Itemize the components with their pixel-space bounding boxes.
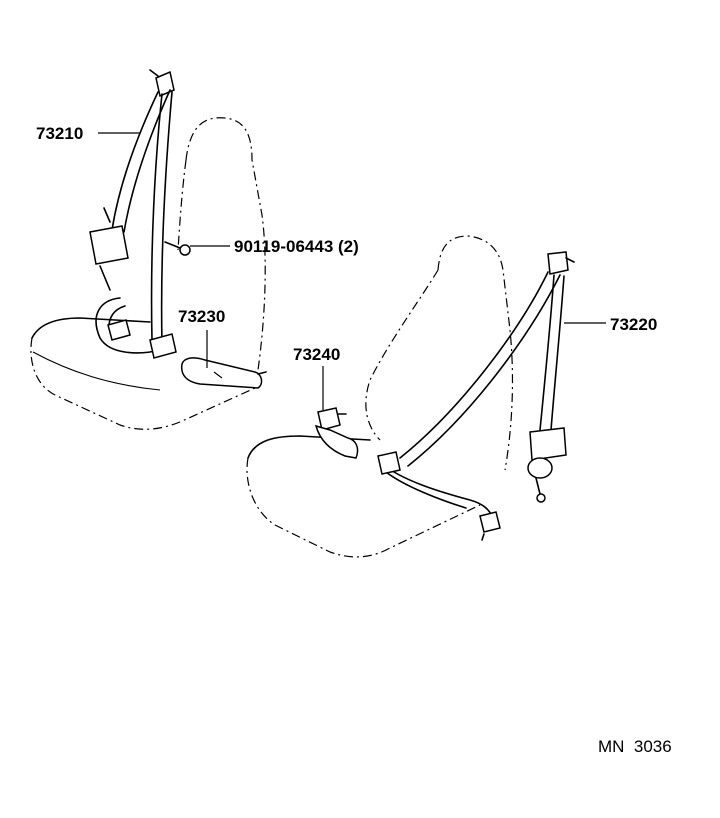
- part-number-73230: 73230: [178, 307, 225, 326]
- part-number-bolt: 90119-06443 (2): [234, 237, 359, 256]
- part-number-73210: 73210: [36, 124, 83, 143]
- left-seat-belt-assembly: [89, 69, 191, 359]
- left-buckle-73230: [180, 357, 267, 389]
- part-number-73220: 73220: [610, 315, 657, 334]
- part-number-73240: 73240: [293, 345, 340, 364]
- right-seat-belt-assembly: [377, 251, 575, 541]
- left-seat: [30, 117, 266, 430]
- right-buckle-73240: [314, 407, 359, 459]
- right-seat: [246, 235, 514, 558]
- drawing-code: MN 3036: [598, 737, 672, 756]
